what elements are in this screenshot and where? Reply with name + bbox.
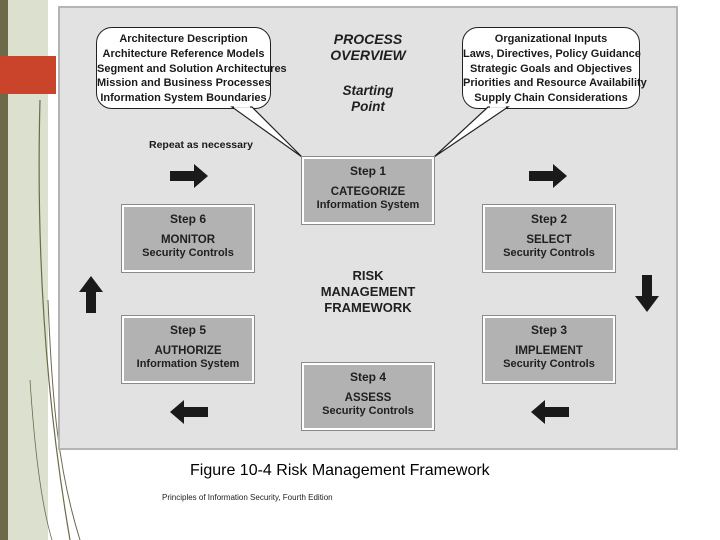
step-4-box: Step 4 ASSESS Security Controls [302, 363, 434, 430]
left-callout-line-4: Mission and Business Processes [97, 77, 271, 90]
olive-side-bar [0, 0, 8, 540]
left-callout-line-5: Information System Boundaries [100, 92, 267, 105]
right-callout: Organizational Inputs Laws, Directives, … [462, 27, 647, 109]
step-2-action: SELECT [526, 234, 572, 246]
step-2-number: Step 2 [530, 212, 567, 226]
right-callout-line-2: Laws, Directives, Policy Guidance [463, 47, 641, 60]
process-overview-title: PROCESS OVERVIEW [318, 31, 418, 63]
step-3-action: IMPLEMENT [515, 345, 583, 357]
process-title-line-1: PROCESS [333, 31, 403, 47]
step-2-object: Security Controls [503, 247, 595, 259]
step-6-object: Security Controls [142, 247, 234, 259]
starting-line-1: Starting [342, 83, 394, 98]
step-5-number: Step 5 [169, 323, 206, 337]
arrow-down-icon [635, 275, 659, 312]
right-callout-line-5: Supply Chain Considerations [474, 92, 628, 105]
arrow-left-icon [170, 400, 208, 424]
step-6-box: Step 6 MONITOR Security Controls [122, 205, 254, 272]
step-6-action: MONITOR [160, 234, 216, 246]
right-callout-line-1: Organizational Inputs [494, 33, 608, 45]
step-4-object: Security Controls [322, 405, 414, 417]
left-callout: Architecture Description Architecture Re… [96, 27, 287, 109]
right-callout-line-3: Strategic Goals and Objectives [469, 62, 632, 75]
left-callout-line-2: Architecture Reference Models [102, 47, 265, 60]
red-accent-tab [0, 56, 56, 94]
figure-caption: Figure 10-4 Risk Management Framework [190, 462, 490, 479]
arrow-up-icon [79, 276, 103, 313]
step-4-action: ASSESS [344, 392, 392, 404]
process-title-line-2: OVERVIEW [330, 47, 406, 63]
left-callout-line-3: Segment and Solution Architectures [97, 62, 287, 75]
step-6-number: Step 6 [169, 212, 206, 226]
starting-line-2: Point [351, 99, 385, 114]
step-1-box: Step 1 CATEGORIZE Information System [302, 157, 434, 224]
step-3-box: Step 3 IMPLEMENT Security Controls [483, 316, 615, 383]
step-5-action: AUTHORIZE [154, 345, 222, 357]
right-callout-line-4: Priorities and Resource Availability [463, 77, 647, 90]
rmf-line-1: RISK [352, 268, 384, 283]
step-5-object: Information System [136, 358, 240, 370]
repeat-label: Repeat as necessary [149, 139, 253, 151]
rmf-line-3: FRAMEWORK [324, 300, 412, 315]
rmf-center-label: RISK MANAGEMENT FRAMEWORK [300, 268, 436, 316]
step-2-box: Step 2 SELECT Security Controls [483, 205, 615, 272]
starting-point-label: Starting Point [318, 83, 418, 115]
arrow-left-icon [531, 400, 569, 424]
step-1-object: Information System [316, 199, 420, 211]
step-4-number: Step 4 [349, 370, 386, 384]
step-1-number: Step 1 [349, 164, 386, 178]
source-footnote: Principles of Information Security, Four… [162, 493, 333, 502]
arrow-right-icon [170, 164, 208, 188]
step-3-object: Security Controls [503, 358, 595, 370]
rmf-line-2: MANAGEMENT [320, 284, 416, 299]
step-3-number: Step 3 [530, 323, 567, 337]
arrow-right-icon [529, 164, 567, 188]
left-callout-line-1: Architecture Description [119, 33, 248, 45]
step-1-action: CATEGORIZE [330, 186, 406, 198]
step-5-box: Step 5 AUTHORIZE Information System [122, 316, 254, 383]
